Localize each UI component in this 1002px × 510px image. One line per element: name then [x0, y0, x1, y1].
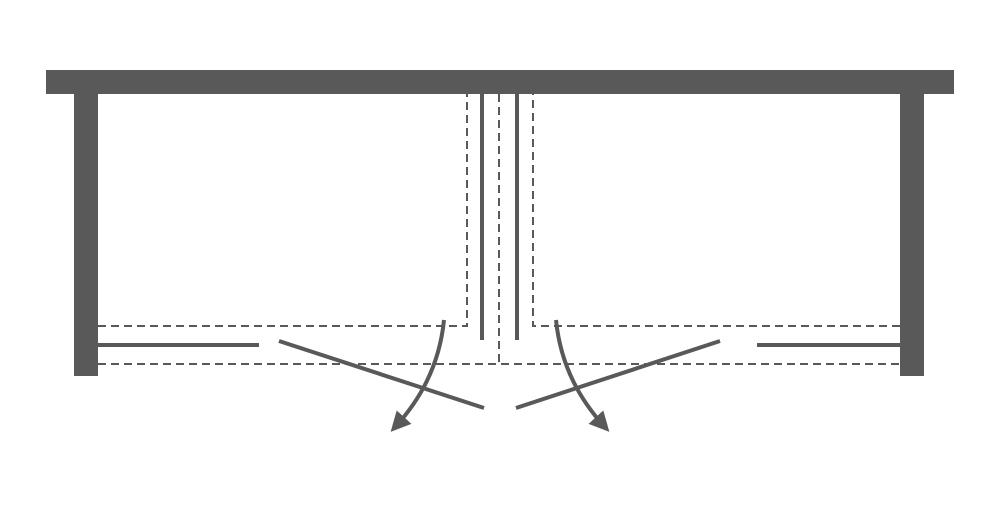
left-wall: [74, 94, 98, 376]
left-swing-arrow-icon: [390, 319, 446, 432]
back-wall: [46, 70, 954, 94]
right-tray-outline: [532, 94, 900, 327]
right-swing-arrow-icon: [554, 319, 610, 432]
left-door-open: [278, 339, 485, 410]
right-door-open: [515, 339, 721, 410]
right-wall: [900, 94, 924, 376]
left-tray-outline: [98, 94, 468, 327]
